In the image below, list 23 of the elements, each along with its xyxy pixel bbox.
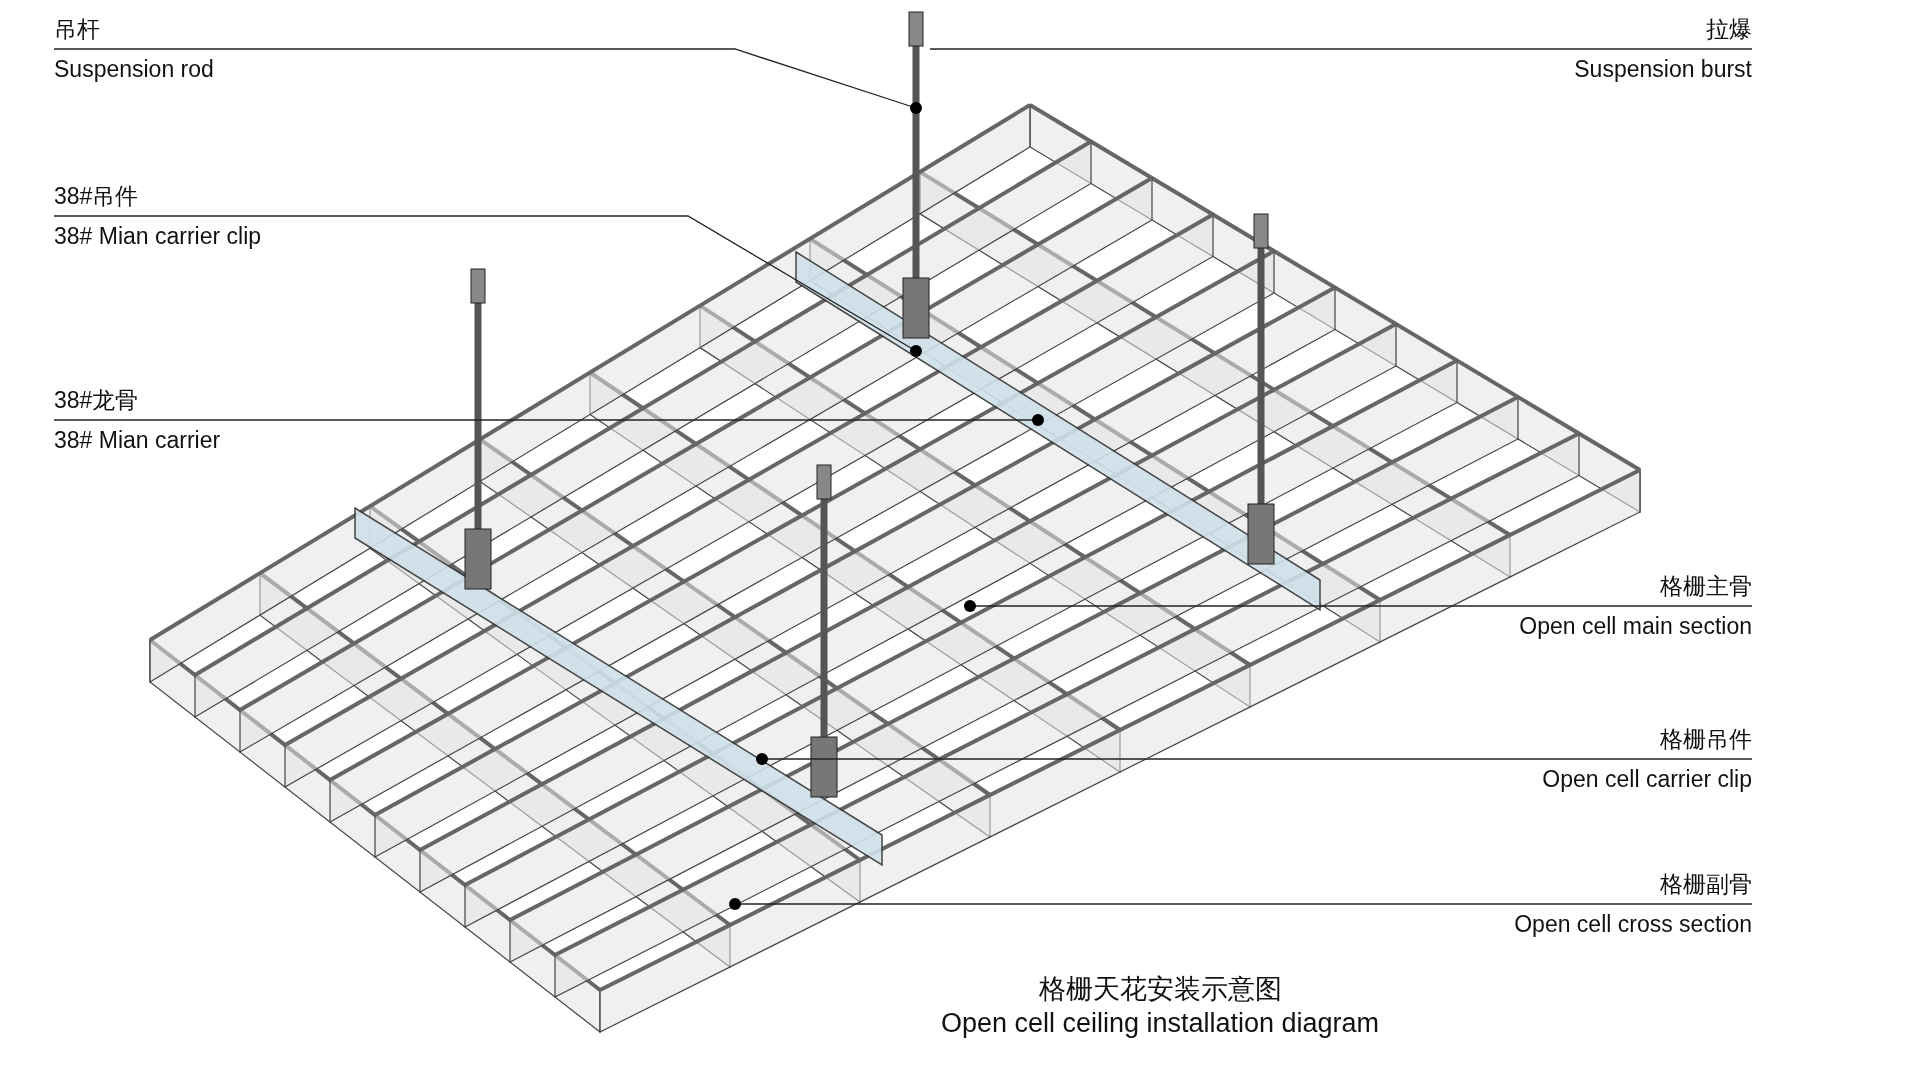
leader-line xyxy=(53,48,922,114)
callout-label: 38#吊件 xyxy=(54,182,139,210)
leader-line xyxy=(929,48,1753,50)
callout-label: 格栅副骨 xyxy=(1660,870,1752,898)
leader-line xyxy=(53,215,922,357)
caption-text: Open cell ceiling installation diagram xyxy=(940,1007,1380,1040)
leader-line xyxy=(756,753,1753,765)
callout-label: Open cell carrier clip xyxy=(1542,765,1752,793)
callout-label: 38# Mian carrier xyxy=(54,426,221,454)
leader-line xyxy=(53,414,1044,426)
callout-label: 拉爆 xyxy=(1706,15,1752,43)
callout-label: 格栅吊件 xyxy=(1660,725,1752,753)
callout-label: Open cell cross section xyxy=(1514,910,1752,938)
callout-label: Suspension burst xyxy=(1574,55,1752,83)
leader-line xyxy=(729,898,1753,910)
callout-label: 吊杆 xyxy=(54,15,100,43)
callout-label: Open cell main section xyxy=(1519,612,1752,640)
leader-line xyxy=(964,600,1753,612)
callout-label: Suspension rod xyxy=(54,55,214,83)
callout-label: 38# Mian carrier clip xyxy=(54,222,262,250)
callout-label: 格栅主骨 xyxy=(1660,572,1752,600)
callout-label: 38#龙骨 xyxy=(54,386,139,414)
title-text: 格栅天花安装示意图 xyxy=(1038,973,1282,1006)
